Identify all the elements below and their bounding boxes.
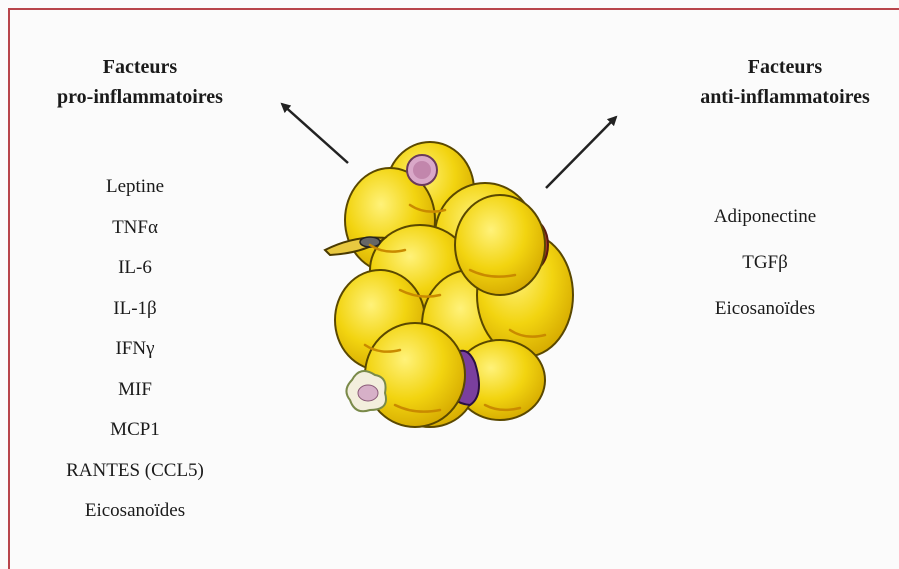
adipocyte <box>455 195 545 295</box>
adipose-tissue-cluster-icon <box>270 95 650 450</box>
